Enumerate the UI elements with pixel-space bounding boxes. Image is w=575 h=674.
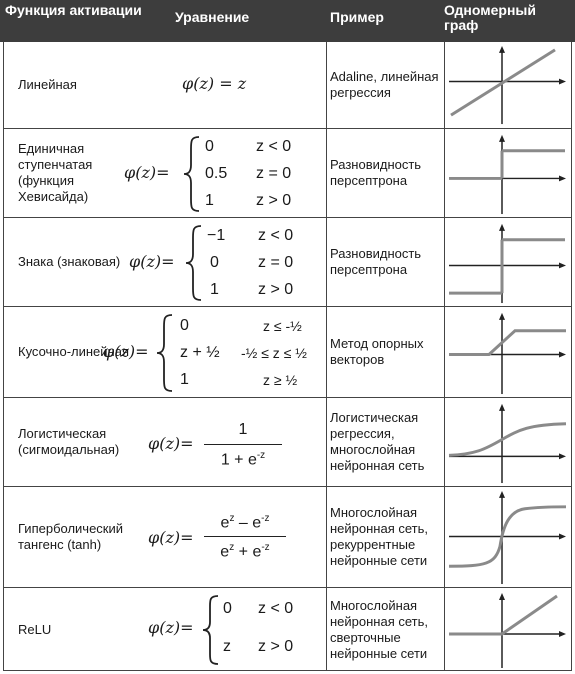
example: Логистическая регрессия, многослойная не… [330,410,425,473]
tanh-graph [448,490,567,585]
brace [202,595,219,665]
function-name: Знака (знаковая) [18,254,121,269]
function-name: Единичная ступенчатая (функция Хевисайда… [18,141,93,204]
header-equation: Уравнение [175,9,250,25]
table-row-logistic: Логистическая (сигмоидальная) φ(z)= 1 1 … [4,398,571,487]
table-body: Линейная φ(z) = z Adaline, линейная регр… [3,42,572,671]
step-graph [449,134,566,215]
example: Разновидность персептрона [330,157,422,188]
phi-label: φ(z)= [103,342,149,361]
table-header: Функция активации Уравнение Пример Одном… [0,0,575,42]
table-row-heaviside: Единичная ступенчатая (функция Хевисайда… [4,129,571,218]
function-name: Кусочно-линейная [18,344,129,359]
table-row-relu: ReLU φ(z)= 0 z < 0 z z > 0 Многослойная … [4,588,571,671]
brace [156,314,173,392]
function-name: Гиперболический тангенс (tanh) [18,521,124,552]
phi-label: φ(z)= [148,434,194,453]
denominator: ez + e-z [220,542,270,561]
example: Многослойная нейронная сеть, рекуррентны… [330,505,429,568]
header-activation-function: Функция активации [5,2,142,18]
phi-label: φ(z)= [129,252,175,271]
example: Adaline, линейная регрессия [330,69,439,100]
linear-graph [449,45,566,125]
example: Разновидность персептрона [330,246,422,277]
function-name: ReLU [18,621,52,637]
relu-graph [449,593,566,668]
header-graph: Одномерный граф [444,2,536,33]
phi-label: φ(z)= [148,618,194,637]
denominator: 1 + e-z [220,450,266,469]
numerator: 1 [238,421,248,438]
phi-label: φ(z)= [148,528,194,547]
function-name: Линейная [18,77,77,92]
table-row-piecewise: Кусочно-линейная φ(z)= 0 z ≤ -½ z + ½ -½… [4,307,571,398]
brace [183,136,200,212]
example: Многослойная нейронная сеть, сверточные … [330,597,429,661]
piecewise-graph [449,312,566,395]
table-row-tanh: Гиперболический тангенс (tanh) φ(z)= ez … [4,487,571,588]
phi-label: φ(z)= [124,163,170,182]
fraction-line [204,444,282,445]
numerator: ez – e-z [220,513,270,532]
equation: φ(z) = z [182,74,247,93]
table-row-sign: Знака (знаковая) φ(z)= −1 z < 0 0 z = 0 … [4,218,571,307]
sign-graph [449,223,566,304]
header-example: Пример [330,9,384,25]
function-name: Логистическая (сигмоидальная) [18,426,120,457]
example: Метод опорных векторов [330,336,424,367]
fraction-line [204,536,286,537]
brace [185,225,202,301]
table-row-linear: Линейная φ(z) = z Adaline, линейная регр… [4,42,571,129]
sigmoid-graph [448,403,567,484]
